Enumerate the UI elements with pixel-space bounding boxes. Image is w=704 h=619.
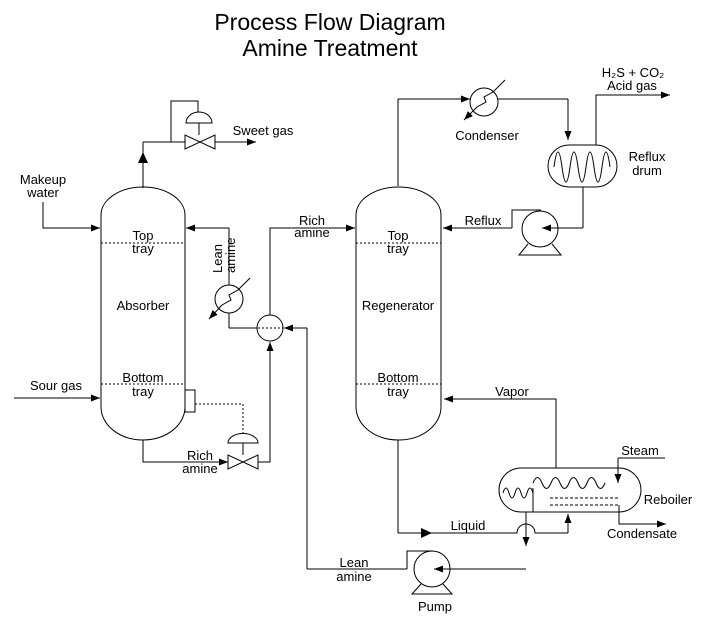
lean-amine-label-2: amine xyxy=(336,569,371,584)
reflux-pump-section: Reflux xyxy=(443,187,584,256)
flow-arrow-right xyxy=(421,528,432,538)
condenser-circle xyxy=(469,87,499,117)
regenerator-top-tray-label-1: Top xyxy=(388,228,409,243)
flow-arrow-up xyxy=(138,152,148,163)
stream-rich-amine-feed: Rich amine xyxy=(269,213,355,315)
reflux-label: Reflux xyxy=(465,213,502,228)
stream-acid-gas: H₂S + CO₂ Acid gas xyxy=(595,65,670,145)
vapor-label: Vapor xyxy=(495,384,529,399)
regenerator-top-tray-label-2: tray xyxy=(387,241,409,256)
liquid-label: Liquid xyxy=(451,518,486,533)
reboiler-froth-wave xyxy=(502,487,534,499)
vapor-line xyxy=(444,395,557,468)
regenerator-column: Top tray Regenerator Bottom tray xyxy=(355,186,442,441)
rich-amine-control-valve xyxy=(227,454,259,470)
title-line-1: Process Flow Diagram xyxy=(214,9,445,35)
drum-liquid-wave xyxy=(553,151,611,183)
stream-condensate: Condensate xyxy=(607,505,677,541)
absorber-label: Absorber xyxy=(117,298,170,313)
valve-actuator-dome xyxy=(227,433,259,444)
stream-steam: Steam xyxy=(614,443,665,483)
pump-casing xyxy=(511,209,541,228)
pump-label: Pump xyxy=(418,599,452,614)
stream-sour-gas: Sour gas xyxy=(14,378,100,402)
steam-label: Steam xyxy=(621,443,659,458)
absorber-level-controller xyxy=(184,389,244,433)
rich-amine-label-1: Rich xyxy=(187,448,213,463)
condenser: Condenser xyxy=(455,79,519,143)
absorber-bottom-tray-label-1: Bottom xyxy=(122,370,163,385)
acid-gas-line xyxy=(595,91,670,145)
stream-regenerator-overhead xyxy=(397,95,572,186)
lean-amine-vertical-label: Lean amine xyxy=(210,238,238,273)
level-instrument xyxy=(184,389,196,413)
stream-liquid: Liquid xyxy=(397,440,572,538)
sweet-gas-label: Sweet gas xyxy=(233,123,294,138)
absorber-top-tray-label-2: tray xyxy=(132,241,154,256)
lean-amine-label-1: Lean xyxy=(340,555,369,570)
pump-casing xyxy=(406,550,433,569)
condenser-duty-arrow xyxy=(463,79,506,121)
acid-gas-label-1: H₂S + CO₂ xyxy=(602,65,664,80)
sour-gas-label: Sour gas xyxy=(30,378,83,393)
condensate-line xyxy=(618,505,666,528)
stream-sweet-gas: Sweet gas xyxy=(138,100,294,188)
lean-rich-exchanger xyxy=(256,314,284,342)
absorber-bottom-tray-label-2: tray xyxy=(132,384,154,399)
stream-lean-amine-return: Lean amine xyxy=(284,324,407,584)
sweet-gas-control-valve xyxy=(184,134,216,150)
rich-amine-label-1: Rich xyxy=(299,213,325,228)
regenerator-bottom-tray-label-1: Bottom xyxy=(377,370,418,385)
cooler-duty-arrow xyxy=(208,277,251,320)
reflux-drum-shell xyxy=(547,144,618,188)
reboiler-label: Reboiler xyxy=(644,492,693,507)
reflux-drum-label-2: drum xyxy=(632,163,662,178)
regenerator-vessel xyxy=(355,186,442,441)
lean-amine-pump-section: Pump xyxy=(406,550,526,614)
rich-amine-label-2: amine xyxy=(182,461,217,476)
reboiler-liquid-wave xyxy=(532,477,606,489)
pump-base xyxy=(517,243,563,256)
rich-amine-feed-line xyxy=(269,224,355,315)
diagram-title: Process Flow Diagram Amine Treatment xyxy=(214,9,445,61)
makeup-water-label-1: Makeup xyxy=(20,172,66,187)
lean-amine-cooler-branch: Lean amine xyxy=(186,224,257,329)
condensate-label: Condensate xyxy=(607,526,677,541)
pump-base xyxy=(410,583,454,595)
lean-amine-label-1: Lean xyxy=(210,244,225,273)
valve-actuator-dome xyxy=(185,111,213,124)
regenerator-label: Regenerator xyxy=(362,298,435,313)
reflux-drum-label-1: Reflux xyxy=(629,149,666,164)
title-line-2: Amine Treatment xyxy=(242,35,418,61)
absorber-top-tray-label-1: Top xyxy=(133,228,154,243)
stream-rich-amine-bottoms: Rich amine xyxy=(142,342,274,476)
rich-amine-line xyxy=(142,440,228,466)
stream-vapor: Vapor xyxy=(444,384,557,468)
rich-amine-label-2: amine xyxy=(294,225,329,240)
level-signal-line xyxy=(195,403,244,433)
stream-makeup-water: Makeup water xyxy=(20,172,100,232)
makeup-water-line xyxy=(42,202,100,232)
reboiler: Reboiler xyxy=(498,467,693,513)
reflux-drum: Reflux drum xyxy=(547,144,666,188)
absorber-column: Top tray Absorber Bottom tray xyxy=(100,186,186,441)
lean-amine-label-2: amine xyxy=(223,238,238,273)
acid-gas-label-2: Acid gas xyxy=(607,78,657,93)
control-signal-line xyxy=(170,100,199,142)
makeup-water-label-2: water xyxy=(26,185,59,200)
regenerator-bottom-tray-label-2: tray xyxy=(387,384,409,399)
absorber-vessel xyxy=(100,186,186,441)
rich-amine-riser xyxy=(258,342,274,463)
reflux-pump xyxy=(521,210,559,248)
condenser-label: Condenser xyxy=(455,128,519,143)
